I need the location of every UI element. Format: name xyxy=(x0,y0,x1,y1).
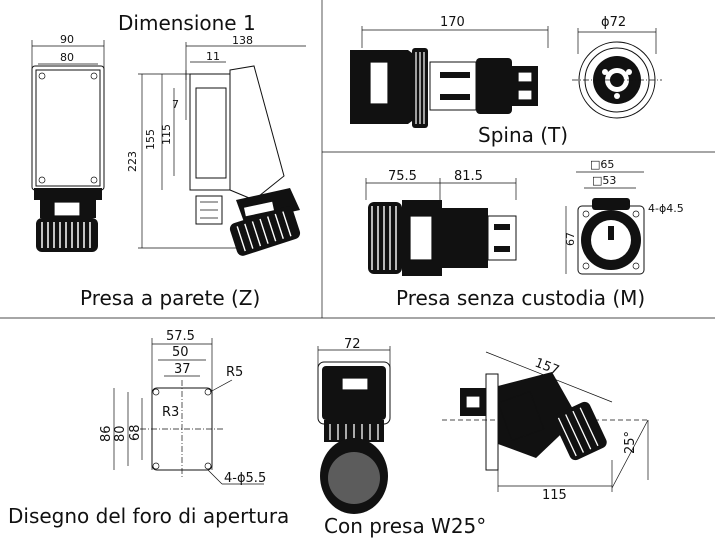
dim-label: ϕ72 xyxy=(601,15,626,30)
panel-wall-socket: Dimensione 1 90 80 138 11 7 xyxy=(31,11,306,310)
dim-label: 37 xyxy=(174,362,191,377)
panel-cutout-drawing: 57.5 50 37 R5 R3 86 80 68 4-ϕ5.5 Disegno… xyxy=(8,329,289,528)
dim-label: 80 xyxy=(113,425,128,442)
dim-label: 4-ϕ4.5 xyxy=(648,202,684,215)
dim-label: 68 xyxy=(128,424,143,441)
dim-label: 57.5 xyxy=(166,329,195,344)
dim-label: 155 xyxy=(144,129,157,150)
dim-label: 4-ϕ5.5 xyxy=(224,471,266,486)
panel-w25-socket: 72 157 25° 115 Co xyxy=(317,337,650,538)
panel-caption: Presa a parete (Z) xyxy=(80,286,260,310)
dim-label: □53 xyxy=(592,174,616,187)
panel-title: Dimensione 1 xyxy=(118,11,256,35)
panel-dividers xyxy=(0,0,715,319)
dim-label: 7 xyxy=(172,98,179,111)
dim-label: 67 xyxy=(564,232,577,246)
dim-label: 75.5 xyxy=(388,169,417,184)
panel-plug: 170 ϕ72 Spina (T) xyxy=(350,15,662,147)
panel-caption: Con presa W25° xyxy=(324,514,486,538)
panel-caption: Disegno del foro di apertura xyxy=(8,504,289,528)
dim-label: 50 xyxy=(172,345,189,360)
dim-label: 11 xyxy=(206,50,220,63)
dim-label: 115 xyxy=(542,488,567,503)
dim-label: 138 xyxy=(232,34,253,47)
dim-label: 223 xyxy=(126,151,139,172)
dim-label: 90 xyxy=(60,33,74,46)
panel-caption: Presa senza custodia (M) xyxy=(396,286,645,310)
dim-label: 115 xyxy=(160,124,173,145)
dim-label: 72 xyxy=(344,337,361,352)
dim-label: R5 xyxy=(226,365,243,380)
dim-label: 86 xyxy=(99,425,114,442)
dim-label: 170 xyxy=(440,15,465,30)
panel-socket-no-housing: 75.5 81.5 □65 □53 4-ϕ4.5 67 Presa senza … xyxy=(365,158,684,310)
dim-label: 81.5 xyxy=(454,169,483,184)
knurl-pattern xyxy=(41,222,91,248)
dim-label: □65 xyxy=(590,158,614,171)
dim-label: R3 xyxy=(162,405,179,420)
panel-caption: Spina (T) xyxy=(478,123,568,147)
dim-label: 80 xyxy=(60,51,74,64)
dim-label: 25° xyxy=(623,431,638,454)
